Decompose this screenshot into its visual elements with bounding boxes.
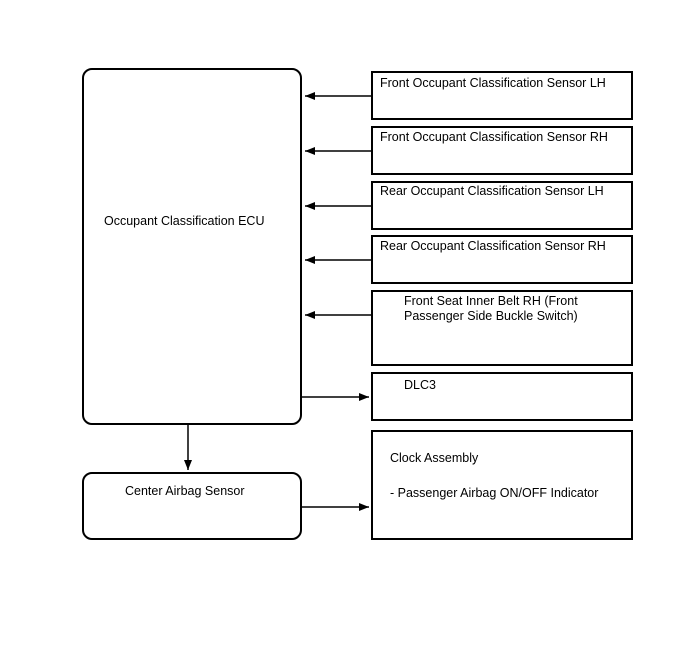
input-label-front-rh: Front Occupant Classification Sensor RH: [380, 130, 608, 144]
input-label-buckle-switch: Front Seat Inner Belt RH (Front Passenge…: [404, 294, 578, 323]
input-label-rear-rh: Rear Occupant Classification Sensor RH: [380, 239, 606, 253]
ecu-label: Occupant Classification ECU: [104, 214, 265, 228]
input-box-front-rh: Front Occupant Classification Sensor RH: [371, 126, 633, 175]
input-box-rear-rh: Rear Occupant Classification Sensor RH: [371, 235, 633, 284]
dlc3-label: DLC3: [404, 378, 436, 392]
dlc3-box: DLC3: [371, 372, 633, 421]
center-airbag-sensor-block: Center Airbag Sensor: [82, 472, 302, 540]
input-label-front-lh: Front Occupant Classification Sensor LH: [380, 76, 606, 90]
clock-assembly-title: Clock Assembly: [390, 451, 479, 465]
input-box-front-lh: Front Occupant Classification Sensor LH: [371, 71, 633, 120]
ecu-block: Occupant Classification ECU: [82, 68, 302, 425]
input-label-rear-lh: Rear Occupant Classification Sensor LH: [380, 184, 604, 198]
clock-assembly-indicator-item: - Passenger Airbag ON/OFF Indicator: [390, 486, 599, 500]
input-box-buckle-switch: Front Seat Inner Belt RH (Front Passenge…: [371, 290, 633, 366]
center-airbag-sensor-label: Center Airbag Sensor: [125, 484, 245, 498]
clock-assembly-box: Clock Assembly - Passenger Airbag ON/OFF…: [371, 430, 633, 540]
input-box-rear-lh: Rear Occupant Classification Sensor LH: [371, 181, 633, 230]
